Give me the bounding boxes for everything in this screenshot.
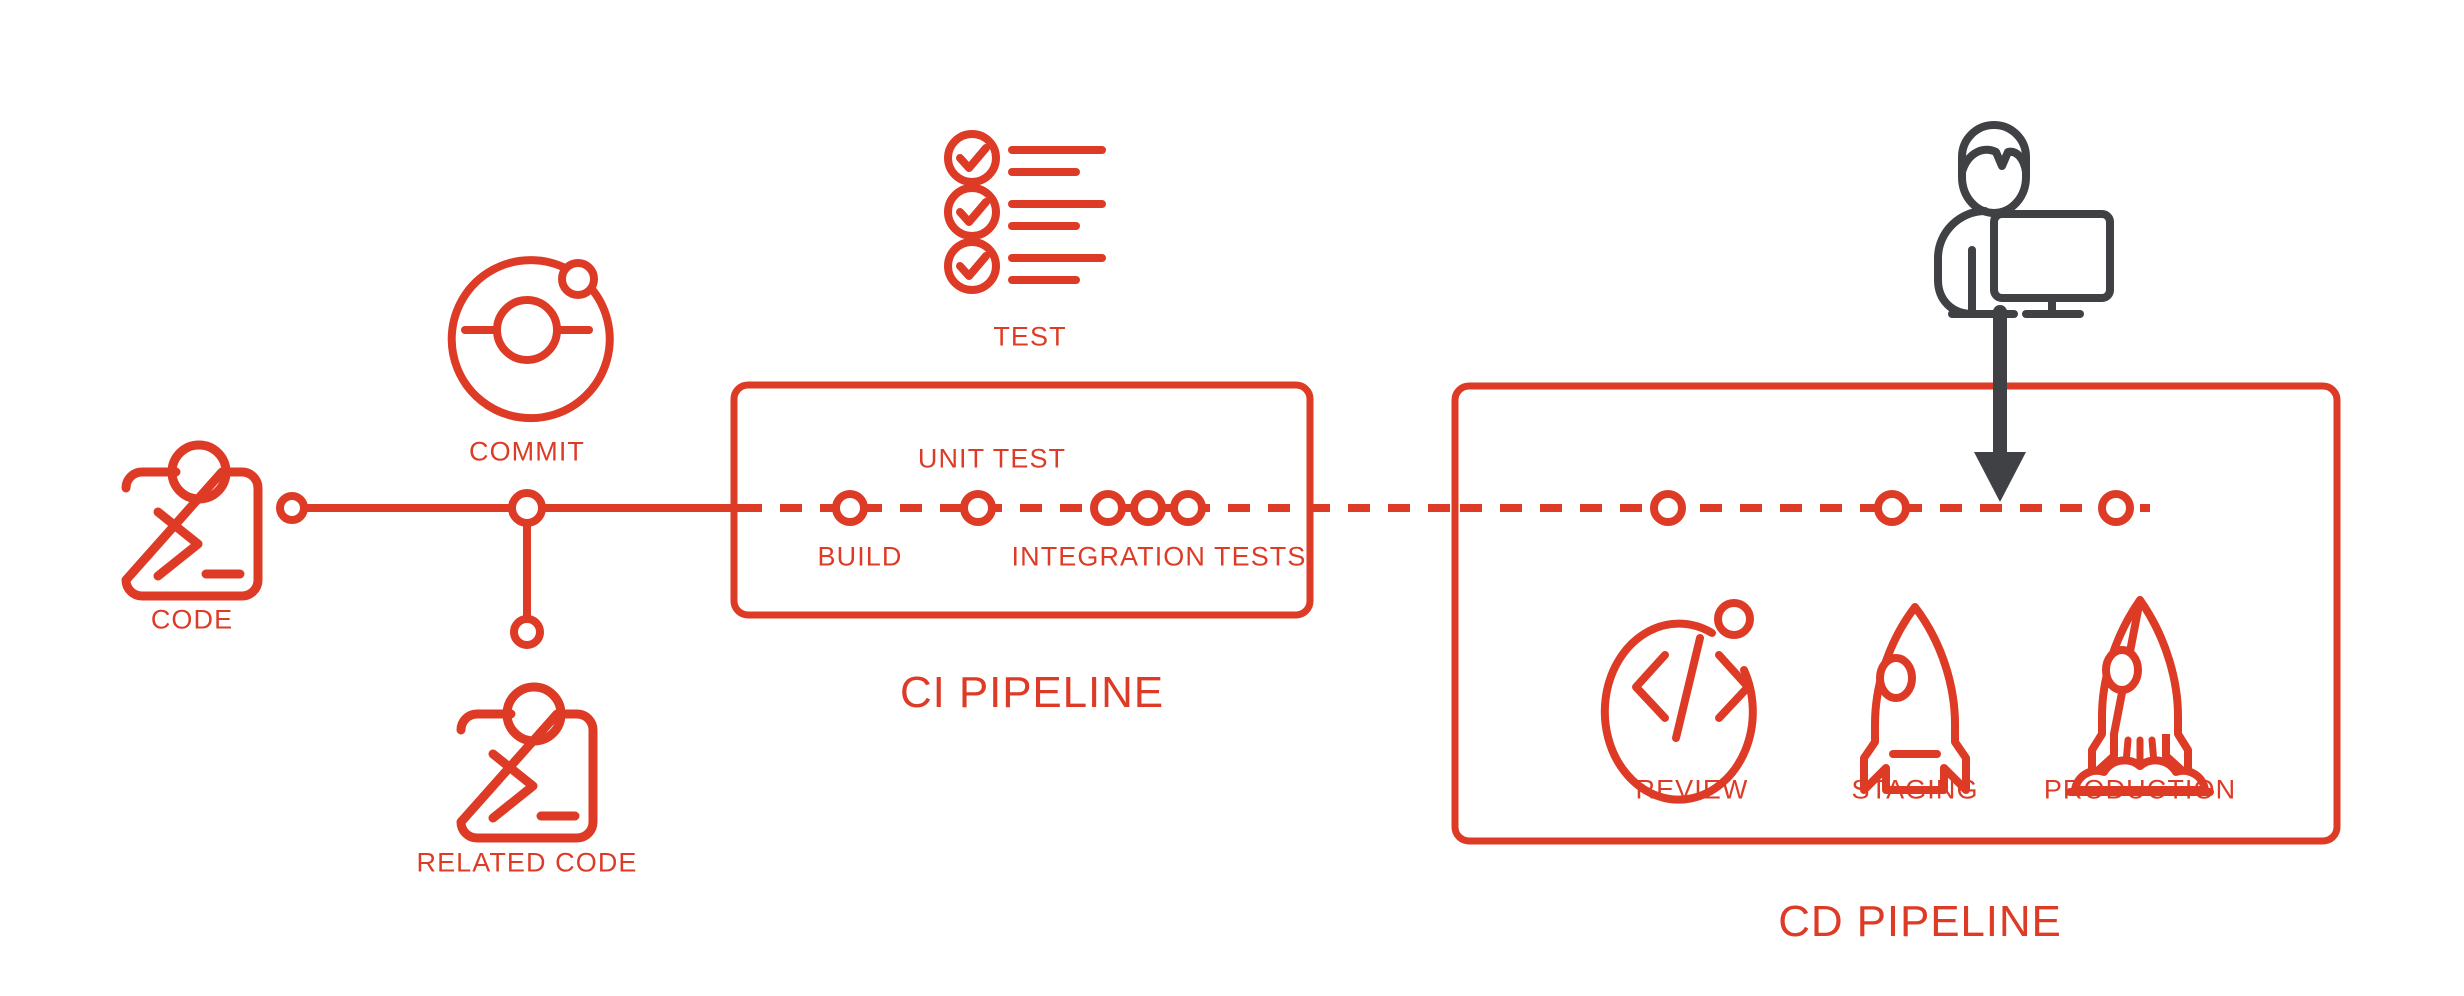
code-review-icon: [1600, 599, 1757, 804]
timeline-node-start[interactable]: [276, 492, 308, 524]
down-arrow-icon: [1974, 305, 2026, 502]
timeline-node-integration-2[interactable]: [1130, 490, 1166, 526]
label-test: TEST: [993, 321, 1067, 352]
timeline-node-commit[interactable]: [508, 489, 546, 527]
timeline-node-production[interactable]: [2098, 490, 2134, 526]
timeline-node-review[interactable]: [1650, 490, 1686, 526]
ci-pipeline-box: [730, 381, 1314, 619]
checklist-icon: [944, 130, 1106, 294]
label-ci-pipeline: CI PIPELINE: [900, 668, 1164, 717]
label-cd-pipeline: CD PIPELINE: [1778, 897, 2062, 946]
timeline-node-build[interactable]: [832, 490, 868, 526]
timeline-node-unit-test[interactable]: [960, 490, 996, 526]
label-staging: STAGING: [1851, 774, 1979, 805]
label-commit: COMMIT: [469, 436, 585, 467]
person-at-monitor-icon: [1934, 121, 2114, 318]
label-related-code: RELATED CODE: [416, 847, 638, 878]
rocket-launch-icon: [2066, 596, 2214, 796]
commit-orbit-icon: [447, 256, 614, 423]
label-build: BUILD: [817, 541, 903, 572]
related-code-icon: [461, 687, 593, 838]
rocket-icon: [1860, 603, 1970, 794]
label-unit-test: UNIT TEST: [917, 443, 1067, 474]
label-review: REVIEW: [1635, 774, 1749, 805]
label-production: PRODUCTION: [2043, 774, 2237, 805]
timeline-node-integration-3[interactable]: [1170, 490, 1206, 526]
code-icon: [126, 445, 258, 596]
branch-line-related-code: [510, 520, 544, 649]
label-code: CODE: [150, 604, 234, 635]
timeline-node-integration-1[interactable]: [1090, 490, 1126, 526]
timeline-node-staging[interactable]: [1874, 490, 1910, 526]
label-integration-tests: INTEGRATION TESTS: [1011, 541, 1307, 572]
cd-pipeline-box: [1451, 382, 2341, 845]
